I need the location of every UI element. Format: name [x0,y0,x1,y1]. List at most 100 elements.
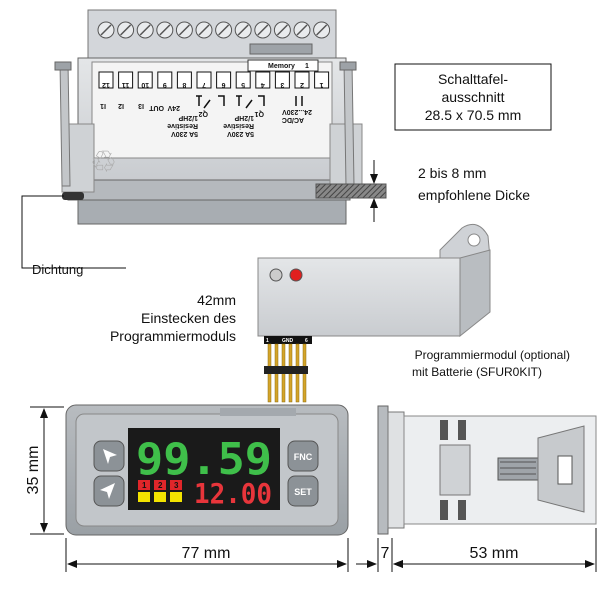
thickness-line2: empfohlene Dicke [418,187,530,203]
insert-line1: 42mm [197,292,236,308]
display-window [128,428,280,510]
set-button[interactable]: SET [287,475,319,507]
module-pin-1: 1 [266,338,269,344]
relay-q1-line3: 1/2HP [234,114,254,121]
screw-slot [218,24,230,36]
fnc-button[interactable]: FNC [287,440,319,472]
terminal-box [137,71,153,89]
pin-out: OUT [149,104,165,111]
relay-q1-line1: 5A 230V [227,130,254,137]
terminal-number: 1 [320,81,324,88]
terminal-number: 3 [280,81,284,88]
led-1 [138,480,150,490]
fnc-label: FNC [294,452,313,462]
pin-supply: 24...230V [282,108,312,115]
terminal-number: 10 [141,81,149,88]
led-2 [154,480,166,490]
gasket-leader [21,195,126,269]
module-pin-6: 6 [305,338,308,344]
down-button[interactable] [93,475,125,507]
front-view-instrument: 99.59 12.00 1 2 3 [65,404,349,536]
terminal-box [314,71,330,89]
module-pin-gnd: GND [282,338,294,344]
gasket-label: Dichtung [32,262,83,277]
insert-line3: Programmiermoduls [110,328,236,344]
recycle-icon: ♲ [90,145,117,180]
terminal-number: 12 [102,81,110,88]
relay-q1-marking: 5A 230V Resistive 1/2HP [223,114,254,137]
relay-q2-line1: 5A 230V [171,130,198,137]
terminal-number: 5 [241,81,245,88]
panel-section [62,183,387,200]
screw-slot [296,24,308,36]
cutout-line1: Schalttafel- [438,71,508,87]
bezel-dimension: 7 [381,545,390,562]
arrow-down-icon [100,483,115,499]
relay-q2-marking: 5A 230V Resistive 1/2HP [167,114,198,137]
pin-24v: 24V [167,104,180,111]
terminal-number: 4 [261,81,265,88]
terminal-number: 9 [163,81,167,88]
screw-slot [316,24,328,36]
module-line1: Programmiermodul (optional) [415,348,570,362]
led-3-label: 3 [174,481,179,490]
terminal-number: 7 [202,81,206,88]
pin-acdc: AC/DC [282,116,304,123]
module-red-led [289,268,303,282]
terminal-box [255,71,271,89]
memory-index: 1 [305,63,309,70]
dimension-lines [30,406,597,572]
cutout-box [394,63,552,131]
pin-q2: Q2 [199,110,208,117]
screw-slot [178,24,190,36]
programming-module: 1 GND 6 [257,223,491,403]
terminal-screws [97,21,331,39]
display-top-value: 99.59 [136,434,272,485]
screw-slot [237,24,249,36]
screw-slot [257,24,269,36]
module-line2: mit Batterie (SFUR0KIT) [412,365,542,379]
pin-i3: I3 [138,102,144,109]
up-button[interactable] [93,440,125,472]
pin-i1: I1 [100,102,106,109]
terminal-box [176,71,192,89]
terminal-box [118,71,134,89]
led-3 [170,480,182,490]
set-label: SET [294,487,312,497]
relay-q2-line2: Resistive [167,122,198,129]
cutout-line3: 28.5 x 70.5 mm [425,107,522,123]
terminal-number: 8 [182,81,186,88]
screw-slot [100,24,112,36]
led-1-label: 1 [142,481,147,490]
terminal-box [274,71,290,89]
depth-dimension: 53 mm [470,545,519,562]
terminal-box [98,71,114,89]
terminal-box [235,71,251,89]
module-grey-led [269,268,283,282]
screw-slot [120,24,132,36]
memory-label: Memory [268,63,295,70]
terminal-box [216,71,232,89]
led-4 [138,492,150,502]
led-2-label: 2 [158,481,163,490]
insert-line2: Einstecken des [141,310,236,326]
arrow-up-icon [103,449,117,464]
relay-q2-line3: 1/2HP [178,114,198,121]
screw-slot [276,24,288,36]
screw-slot [139,24,151,36]
side-view-instrument [377,405,597,535]
height-dimension: 35 mm [25,446,42,495]
relay-q1-line2: Resistive [223,122,254,129]
display-bottom-value: 12.00 [194,477,272,510]
led-6 [170,492,182,502]
terminal-box [196,71,212,89]
terminal-number: 11 [122,81,130,88]
cutout-line2: ausschnitt [441,89,504,105]
thickness-line1: 2 bis 8 mm [418,165,486,181]
terminal-box [157,71,173,89]
screw-slot [198,24,210,36]
width-dimension: 77 mm [182,545,231,562]
led-5 [154,492,166,502]
